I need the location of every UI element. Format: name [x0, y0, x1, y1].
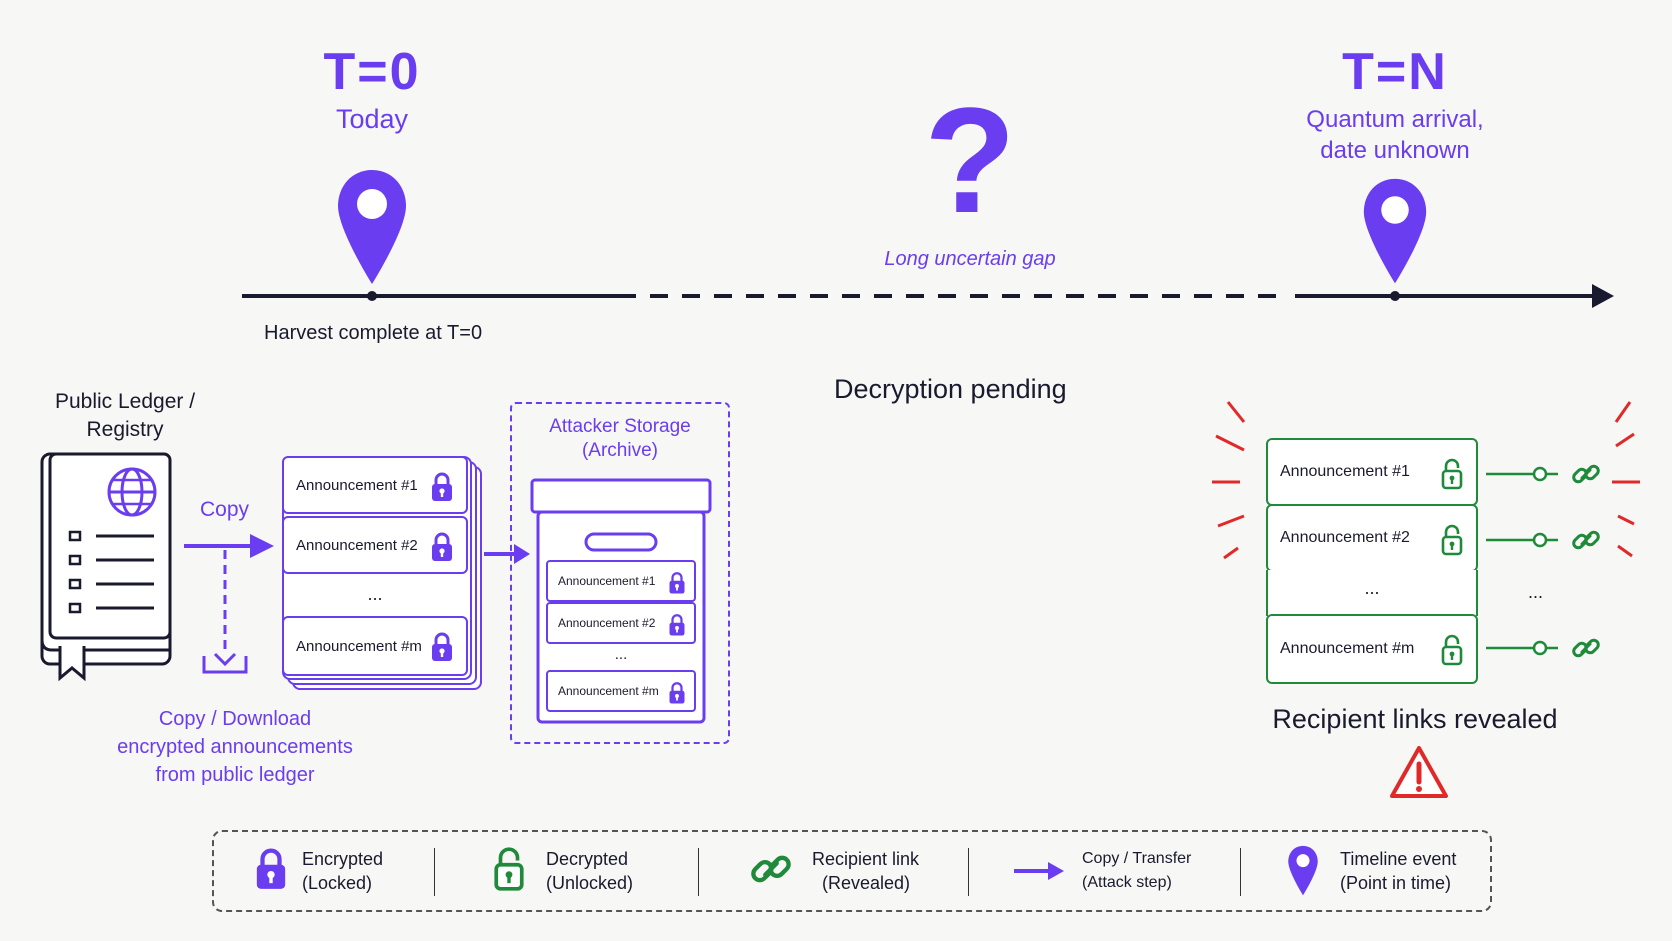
legend-label: Recipient link — [812, 849, 920, 869]
revealed-row: ... — [1266, 570, 1478, 616]
download-line3: from public ledger — [155, 764, 315, 786]
legend-divider — [434, 848, 435, 896]
copy-label: Copy — [200, 498, 250, 521]
chain-link-icon — [1570, 524, 1602, 561]
announcement-row: Announcement #1 — [282, 456, 468, 514]
announcement-label: Announcement #2 — [296, 536, 418, 554]
gap-label: Long uncertain gap — [884, 248, 1056, 270]
legend-divider — [698, 848, 699, 896]
legend-sublabel: (Revealed) — [822, 873, 911, 893]
announcement-ellipsis: ... — [367, 584, 383, 604]
revealed-row-label: Announcement #2 — [1280, 529, 1410, 546]
lock-icon — [254, 845, 288, 898]
lock-icon — [430, 630, 454, 669]
tn-subtitle-line1: Quantum arrival, — [1306, 106, 1484, 133]
legend-divider — [968, 848, 969, 896]
legend-label: Timeline event — [1340, 849, 1457, 869]
timeline-line — [242, 284, 1614, 308]
announcement-stack: Announcement #1 Announcement #2 ... Anno… — [282, 456, 482, 690]
legend-sublabel: (Attack step) — [1082, 874, 1172, 891]
attacker-storage: Attacker Storage (Archive) — [510, 402, 730, 744]
gap-question-icon: ? — [924, 76, 1016, 244]
legend-item-decrypted: Decrypted (Unlocked) — [492, 832, 633, 910]
legend-item-copy-transfer: Copy / Transfer (Attack step) — [1012, 832, 1191, 910]
recipient-link-row-3 — [1486, 640, 1558, 656]
archive-row: Announcement #1 — [546, 560, 696, 602]
unlock-icon — [1440, 522, 1464, 563]
storage-title-line2: (Archive) — [581, 440, 658, 461]
revealed-caption: Recipient links revealed — [1272, 704, 1558, 734]
alert-burst-left — [1212, 401, 1246, 560]
legend: Encrypted (Locked) Decrypted (Unlocked) Re… — [212, 830, 1492, 912]
lock-icon — [430, 530, 454, 569]
unlock-icon — [1440, 456, 1464, 497]
download-line1: Copy / Download — [158, 708, 312, 730]
storage-title-line1: Attacker Storage — [549, 416, 691, 437]
archive-row: Announcement #2 — [546, 602, 696, 644]
legend-sublabel: (Point in time) — [1340, 873, 1452, 893]
legend-label: Encrypted — [302, 849, 384, 869]
announcement-label: Announcement #1 — [296, 476, 418, 494]
lock-icon — [668, 613, 686, 642]
recipient-link-row-1 — [1486, 466, 1558, 482]
recipient-link-row-2 — [1486, 532, 1558, 548]
archive-ellipsis: ... — [614, 646, 628, 663]
t0-title: T=0 — [323, 43, 421, 101]
warning-triangle-icon — [1390, 746, 1448, 798]
chain-link-icon — [1570, 458, 1602, 495]
legend-label: Decrypted — [546, 849, 629, 869]
legend-sublabel: (Locked) — [302, 873, 373, 893]
recipient-link-connectors — [1486, 466, 1558, 656]
revealed-ellipsis: ... — [1364, 578, 1380, 598]
archive-list: Announcement #1 Announcement #2 ... Anno… — [546, 560, 696, 712]
alert-burst-right — [1612, 401, 1640, 558]
map-pin-icon — [1288, 845, 1318, 896]
revealed-list: Announcement #1 Announcement #2 ... Anno… — [1266, 438, 1478, 684]
t0-map-pin-icon — [338, 170, 406, 284]
tn-subtitle-line2: date unknown — [1320, 137, 1470, 164]
download-line2: encrypted announcements — [117, 736, 353, 758]
revealed-row: Announcement #m — [1266, 614, 1478, 684]
lock-icon — [668, 681, 686, 710]
revealed-row: Announcement #1 — [1266, 438, 1478, 506]
copy-arrow-icon — [184, 534, 274, 674]
tn-map-pin-icon — [1363, 178, 1427, 284]
unlock-icon — [1440, 632, 1464, 673]
announcement-label: Announcement #m — [296, 637, 422, 655]
archive-row-label: Announcement #1 — [558, 574, 656, 588]
ledger-book-icon — [40, 452, 172, 682]
ledger-title-line1: Public Ledger / — [54, 390, 196, 413]
link-ellipsis: ... — [1528, 582, 1544, 602]
unlock-icon — [492, 845, 526, 898]
lock-icon — [668, 571, 686, 600]
legend-sublabel: (Unlocked) — [546, 873, 634, 893]
decryption-pending-label: Decryption pending — [834, 374, 1067, 404]
archive-row-label: Announcement #m — [558, 684, 659, 698]
chain-link-icon — [1570, 632, 1602, 669]
ledger-title-line2: Registry — [86, 418, 164, 441]
lock-icon — [430, 470, 454, 509]
revealed-row-label: Announcement #m — [1280, 640, 1415, 657]
legend-divider — [1240, 848, 1241, 896]
archive-row-label: Announcement #2 — [558, 616, 656, 630]
archive-row: Announcement #m — [546, 670, 696, 712]
legend-item-encrypted: Encrypted (Locked) — [254, 832, 383, 910]
tn-title: T=N — [1342, 43, 1448, 101]
announcement-row: Announcement #m — [282, 616, 468, 676]
legend-item-timeline-event: Timeline event (Point in time) — [1286, 832, 1456, 910]
legend-item-recipient-link: Recipient link (Revealed) — [748, 832, 919, 910]
legend-label: Copy / Transfer — [1082, 850, 1192, 867]
revealed-row: Announcement #2 — [1266, 504, 1478, 572]
harvest-caption: Harvest complete at T=0 — [264, 322, 483, 344]
t0-subtitle: Today — [335, 104, 409, 134]
arrow-icon — [1014, 862, 1064, 880]
announcement-row: Announcement #2 — [282, 516, 468, 574]
revealed-row-label: Announcement #1 — [1280, 463, 1410, 480]
chain-link-icon — [748, 846, 794, 897]
